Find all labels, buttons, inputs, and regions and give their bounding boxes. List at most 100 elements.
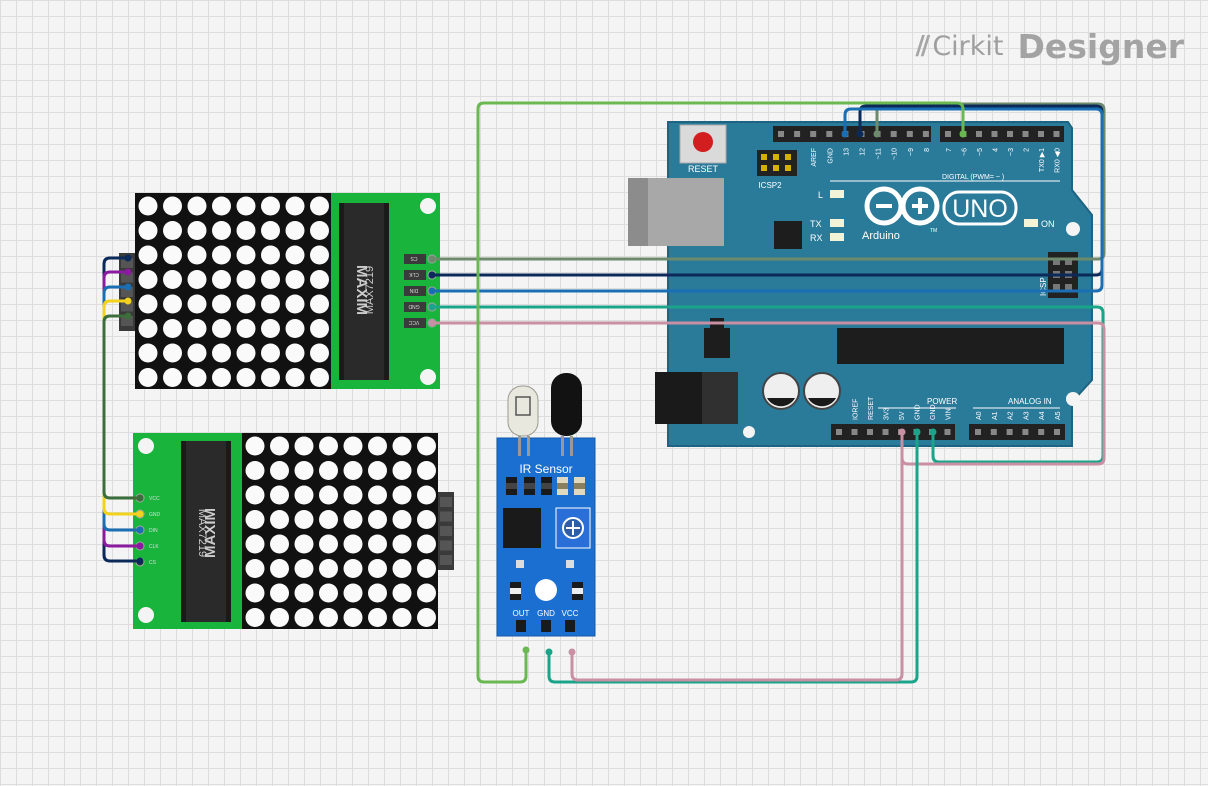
reset-button[interactable] (693, 132, 713, 152)
pin-label: AREF (811, 148, 818, 167)
wire-link-vcc[interactable] (102, 314, 142, 500)
wire-endpoint (136, 510, 144, 518)
uno-badge (942, 190, 1018, 226)
header-pin[interactable] (1022, 429, 1029, 435)
header-pin[interactable] (1022, 131, 1029, 137)
led-dot (187, 196, 207, 216)
header-pin[interactable] (975, 429, 981, 435)
pin-label: 8 (924, 148, 931, 152)
led-dot (236, 319, 256, 338)
pin-label: TX0 ▶1 (1039, 148, 1046, 172)
arduino-uno[interactable]: RESET ICSP2 ICSP L TX (628, 121, 1093, 447)
header-pin[interactable] (836, 429, 842, 435)
led-dot (163, 221, 182, 240)
led-dot (343, 485, 363, 505)
pin-label: GND (915, 404, 922, 420)
header-pin[interactable] (778, 131, 784, 137)
wire-ir-vcc[interactable] (570, 430, 904, 682)
led-dot (270, 436, 289, 456)
header-pin[interactable] (944, 429, 951, 435)
header-pin[interactable] (922, 131, 929, 137)
pin-label: GND (827, 148, 834, 164)
usb-chip (774, 221, 802, 249)
header-pin[interactable] (810, 131, 817, 137)
pin-label: CS (410, 255, 418, 261)
led-dot (417, 583, 436, 603)
header-pin[interactable] (1054, 429, 1060, 435)
ir-smd-parts (506, 477, 585, 600)
header-pin[interactable] (890, 131, 897, 137)
header-pin (440, 555, 452, 565)
wire-endpoint (124, 254, 132, 262)
header-pin[interactable] (851, 429, 858, 435)
header-pin[interactable] (867, 429, 873, 435)
ir-emitter-lead (527, 436, 530, 456)
header-pin[interactable] (882, 429, 889, 435)
wire-endpoint (898, 428, 906, 436)
wire-endpoint (124, 283, 132, 291)
pin-label: 5V (899, 411, 906, 420)
ir-receiver-lead (570, 436, 573, 456)
led-dot (270, 559, 289, 578)
led-dot (310, 221, 329, 240)
led-dot (368, 461, 387, 480)
arduino-logo-icon (864, 186, 940, 226)
ir-pin-vcc[interactable] (565, 620, 575, 632)
header-pin[interactable] (1006, 429, 1013, 435)
wires[interactable] (102, 101, 1106, 684)
wire-endpoint (913, 428, 921, 436)
header-pin[interactable] (826, 131, 833, 137)
header-pin[interactable] (976, 131, 982, 137)
wire-endpoint (568, 648, 576, 656)
pin-label: 12 (860, 148, 867, 156)
header-pin[interactable] (1038, 429, 1045, 435)
led-dot (310, 270, 329, 289)
pin-label: IOREF (853, 399, 860, 420)
icsp-pin (1065, 284, 1072, 291)
led-dot (245, 485, 265, 505)
led-dot (368, 534, 387, 554)
led-dot (212, 196, 231, 216)
led-dot (138, 319, 158, 338)
pin-label: A0 (976, 411, 983, 420)
analog-header (969, 424, 1065, 440)
wire-endpoint (873, 130, 881, 138)
smd-body (557, 483, 568, 489)
led-dot (343, 510, 363, 529)
pin-label: ~6 (962, 148, 969, 156)
header-pin[interactable] (990, 429, 997, 435)
wire-ir-gnd[interactable] (547, 430, 919, 684)
header-pin[interactable] (794, 131, 801, 137)
wire-ir-out[interactable] (476, 101, 965, 684)
ir-pin-gnd[interactable] (541, 620, 551, 632)
led-dot (245, 559, 265, 578)
ir-emitter-led (507, 385, 539, 437)
led-dot (343, 608, 363, 627)
wire-din[interactable] (430, 107, 1104, 293)
wire-gnd[interactable] (430, 305, 1105, 464)
power-header (831, 424, 955, 440)
led-dot (285, 343, 305, 363)
header-pin[interactable] (906, 131, 913, 137)
wire-endpoint (124, 268, 132, 276)
led-dot (236, 270, 256, 289)
ir-receiver-lead (561, 436, 564, 456)
header-pin[interactable] (991, 131, 998, 137)
led-dot (319, 461, 338, 480)
header-pin[interactable] (1053, 131, 1060, 137)
led-dot (270, 608, 289, 627)
led-dot (310, 196, 329, 216)
led-dot (417, 510, 436, 529)
ir-comparator-chip (503, 508, 541, 548)
header-pin[interactable] (1007, 131, 1013, 137)
header-pin[interactable] (1038, 131, 1044, 137)
pin-pad (404, 286, 426, 296)
pin-label: RX0 ◀0 (1055, 148, 1062, 173)
led-dot (236, 343, 256, 363)
header-pin[interactable] (945, 131, 951, 137)
ir-pin-out[interactable] (516, 620, 526, 632)
